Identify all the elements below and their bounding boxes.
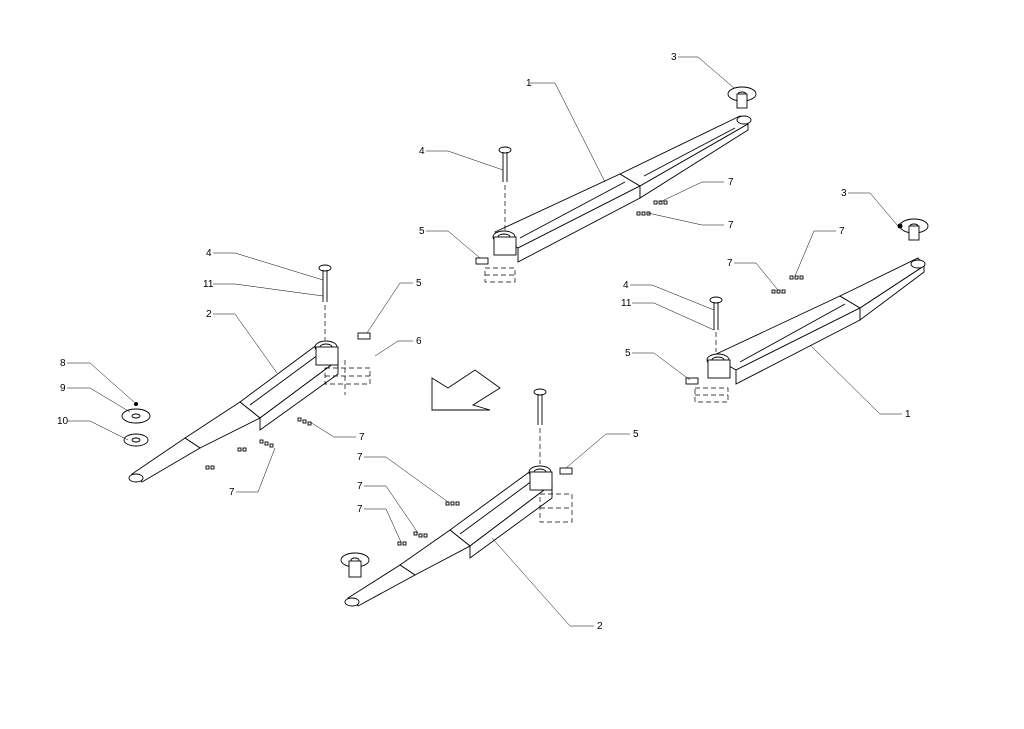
pivot-block (315, 346, 339, 366)
end-eye (344, 597, 360, 607)
pad-base (123, 433, 149, 447)
arm-extension (619, 115, 749, 187)
callout-9: 9 (60, 383, 66, 394)
rubber-pad (121, 408, 151, 424)
callout-10: 10 (57, 416, 69, 427)
arm-assembly-right (685, 218, 929, 403)
callout-7: 7 (728, 177, 734, 188)
callout-7: 7 (727, 258, 733, 269)
shim-set (205, 417, 312, 470)
arm-mid (184, 401, 261, 449)
end-eye (128, 473, 144, 483)
callout-7: 7 (359, 432, 365, 443)
callout-7: 7 (728, 220, 734, 231)
arm-extension-side (859, 265, 925, 321)
arm-side (469, 483, 553, 559)
end-eye (910, 259, 926, 269)
leader-lines (67, 56, 902, 627)
lock-gear (685, 377, 699, 385)
arm-assembly-top (475, 86, 757, 283)
arm-extension (131, 437, 201, 483)
callout-7: 7 (229, 487, 235, 498)
pad-stem (908, 225, 920, 241)
callout-11: 11 (203, 279, 214, 290)
callout-11: 11 (621, 298, 632, 309)
callout-5: 5 (625, 348, 631, 359)
lock-gear (475, 257, 489, 265)
callout-1: 1 (526, 78, 532, 89)
pivot-block (707, 359, 731, 379)
pin-head (498, 146, 512, 154)
callout-5: 5 (419, 226, 425, 237)
callout-2: 2 (206, 309, 212, 320)
arm-extension (347, 564, 416, 607)
callout-5: 5 (633, 429, 639, 440)
pin-head (318, 264, 332, 272)
callout-3: 3 (671, 52, 677, 63)
callout-1: 1 (905, 409, 911, 420)
callout-labels: 1 3 4 5 7 7 3 7 7 4 11 5 1 4 11 5 2 6 8 … (57, 52, 911, 632)
callout-3: 3 (841, 188, 847, 199)
callout-5: 5 (416, 278, 422, 289)
pin-head (709, 296, 723, 304)
arm-assembly-bottom (340, 388, 573, 607)
callout-7: 7 (357, 481, 363, 492)
pad-stem (348, 560, 362, 578)
pin-head (533, 388, 547, 396)
arm-side (259, 359, 339, 431)
pivot-block (493, 236, 517, 256)
callout-8: 8 (60, 358, 66, 369)
arm-assembly-left (121, 264, 371, 483)
arm-body (711, 295, 861, 371)
lock-gear (357, 332, 371, 340)
shim-set (771, 275, 804, 294)
callout-6: 6 (416, 336, 422, 347)
shim-set (636, 200, 668, 216)
pad-stem (736, 93, 748, 109)
shim-set (397, 501, 460, 546)
callout-7: 7 (839, 226, 845, 237)
arm-extension-side (639, 123, 749, 199)
callout-2: 2 (597, 621, 603, 632)
direction-arrow (431, 369, 501, 411)
callout-7: 7 (357, 452, 363, 463)
callout-4: 4 (419, 146, 425, 157)
callout-7: 7 (357, 504, 363, 515)
callout-4: 4 (623, 280, 629, 291)
callout-4: 4 (206, 248, 212, 259)
end-eye (736, 115, 752, 125)
lock-gear (559, 467, 573, 475)
pivot-block (529, 471, 553, 491)
